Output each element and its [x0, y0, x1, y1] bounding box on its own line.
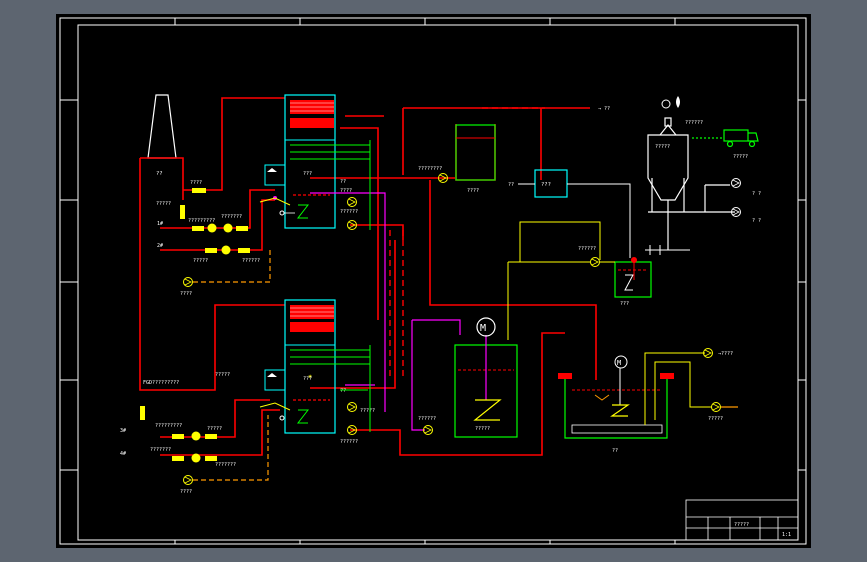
gypsum-tank-label: ????? — [475, 426, 490, 432]
blower-1-label: ? ? — [752, 191, 761, 197]
abs2-extra: ??????? — [215, 462, 236, 468]
svg-text:★: ★ — [308, 372, 313, 380]
abs2-u1: ????????? — [155, 423, 182, 429]
abs1-inlet-label: ???? — [190, 180, 202, 186]
settling-tank — [558, 355, 674, 439]
mix-lines — [507, 221, 615, 340]
absorber-2-r1: ?? — [340, 388, 346, 394]
abs1-u3: ????? — [193, 258, 208, 264]
abs2-tag-1: 3# — [120, 428, 126, 434]
abs1-tag-1: 1# — [157, 221, 163, 227]
abs2-tag-2: 4# — [120, 451, 126, 457]
abs1-u1: ????????? — [188, 218, 215, 224]
mix-tank-label: ??? — [620, 301, 629, 307]
absorber-1-r1: ?? — [340, 179, 346, 185]
limestone-silo — [647, 117, 735, 250]
gypsum-motor-label: M — [480, 323, 486, 334]
abs1-fan-label: ????? — [156, 201, 171, 207]
absorber-2-label: ??? — [303, 376, 312, 382]
abs2-pump-label: ???? — [180, 489, 192, 495]
abs2-drain-line — [193, 415, 269, 481]
blower-2-label: ? ? — [752, 218, 761, 224]
absorber-1 — [259, 94, 370, 229]
absorber-2-fan-icon — [279, 415, 285, 421]
abs1-pump-label: ???? — [180, 291, 192, 297]
settling-motor-label: M — [617, 359, 621, 367]
title-text-a: ????? — [734, 522, 749, 528]
title-block — [685, 499, 799, 541]
silo-heater-icon — [661, 99, 671, 109]
truck-label: ????? — [733, 154, 748, 160]
abs1-u2: ??????? — [221, 214, 242, 220]
absorber-2-r3: ?????? — [340, 439, 358, 445]
abs1-booster-fans — [192, 223, 250, 255]
absorber-1-r2: ???? — [340, 188, 352, 194]
silo-feeder-lines — [645, 245, 690, 255]
cyclone-in-label: ?? — [508, 182, 514, 188]
abs2-inlet-label: FGD????????? — [143, 380, 179, 386]
abs2-fan-label: ????? — [215, 372, 230, 378]
abs2-booster-fans — [172, 431, 217, 463]
chimney-label: ?? — [156, 171, 163, 177]
abs1-inlet-damper — [192, 188, 206, 193]
cyclone-out-line — [567, 183, 631, 258]
silo-flame-icon — [676, 96, 680, 108]
cyclone-label: ??? — [541, 182, 551, 188]
mix-pump-label: ?????? — [578, 246, 596, 252]
dashed-red-lines — [389, 107, 545, 380]
settling-pump-label: ????? — [708, 416, 723, 422]
title-text-b: 1:1 — [782, 532, 791, 538]
tank-1 — [455, 124, 496, 181]
settling-outlet-lines — [644, 352, 712, 425]
silo-top-label: ?????? — [685, 120, 703, 126]
abs1-bypass-damper — [180, 205, 185, 219]
frame-ticks — [60, 18, 806, 544]
gypsum-tank — [454, 317, 518, 438]
absorber-1-r3: ?????? — [340, 209, 358, 215]
settling-tank-label: ?? — [612, 448, 618, 454]
truck-icon — [692, 129, 759, 148]
settling-out-label: →???? — [718, 351, 733, 357]
absorber-2-r2: ????? — [360, 408, 375, 414]
mix-tank — [614, 257, 652, 298]
flue-gas-lines — [139, 97, 597, 456]
abs1-drain-line — [193, 250, 271, 283]
absorber-1-label: ??? — [303, 171, 312, 177]
absorber-2: ★ — [259, 299, 370, 434]
slurry-lines — [340, 140, 371, 432]
abs2-u3: ????? — [207, 426, 222, 432]
tank-1-label: ???? — [467, 188, 479, 194]
abs2-bypass-damper — [140, 406, 145, 420]
abs1-tag-2: 2# — [157, 243, 163, 249]
gypsum-pump-label: ?????? — [418, 416, 436, 422]
drawing-sheet — [56, 14, 811, 548]
to-out-1: → ?? — [598, 106, 610, 112]
abs2-u2: ??????? — [150, 447, 171, 453]
abs1-extra: ?????? — [242, 258, 260, 264]
tank-1-pump-label: ???????? — [418, 166, 442, 172]
silo-label: ????? — [655, 144, 670, 150]
